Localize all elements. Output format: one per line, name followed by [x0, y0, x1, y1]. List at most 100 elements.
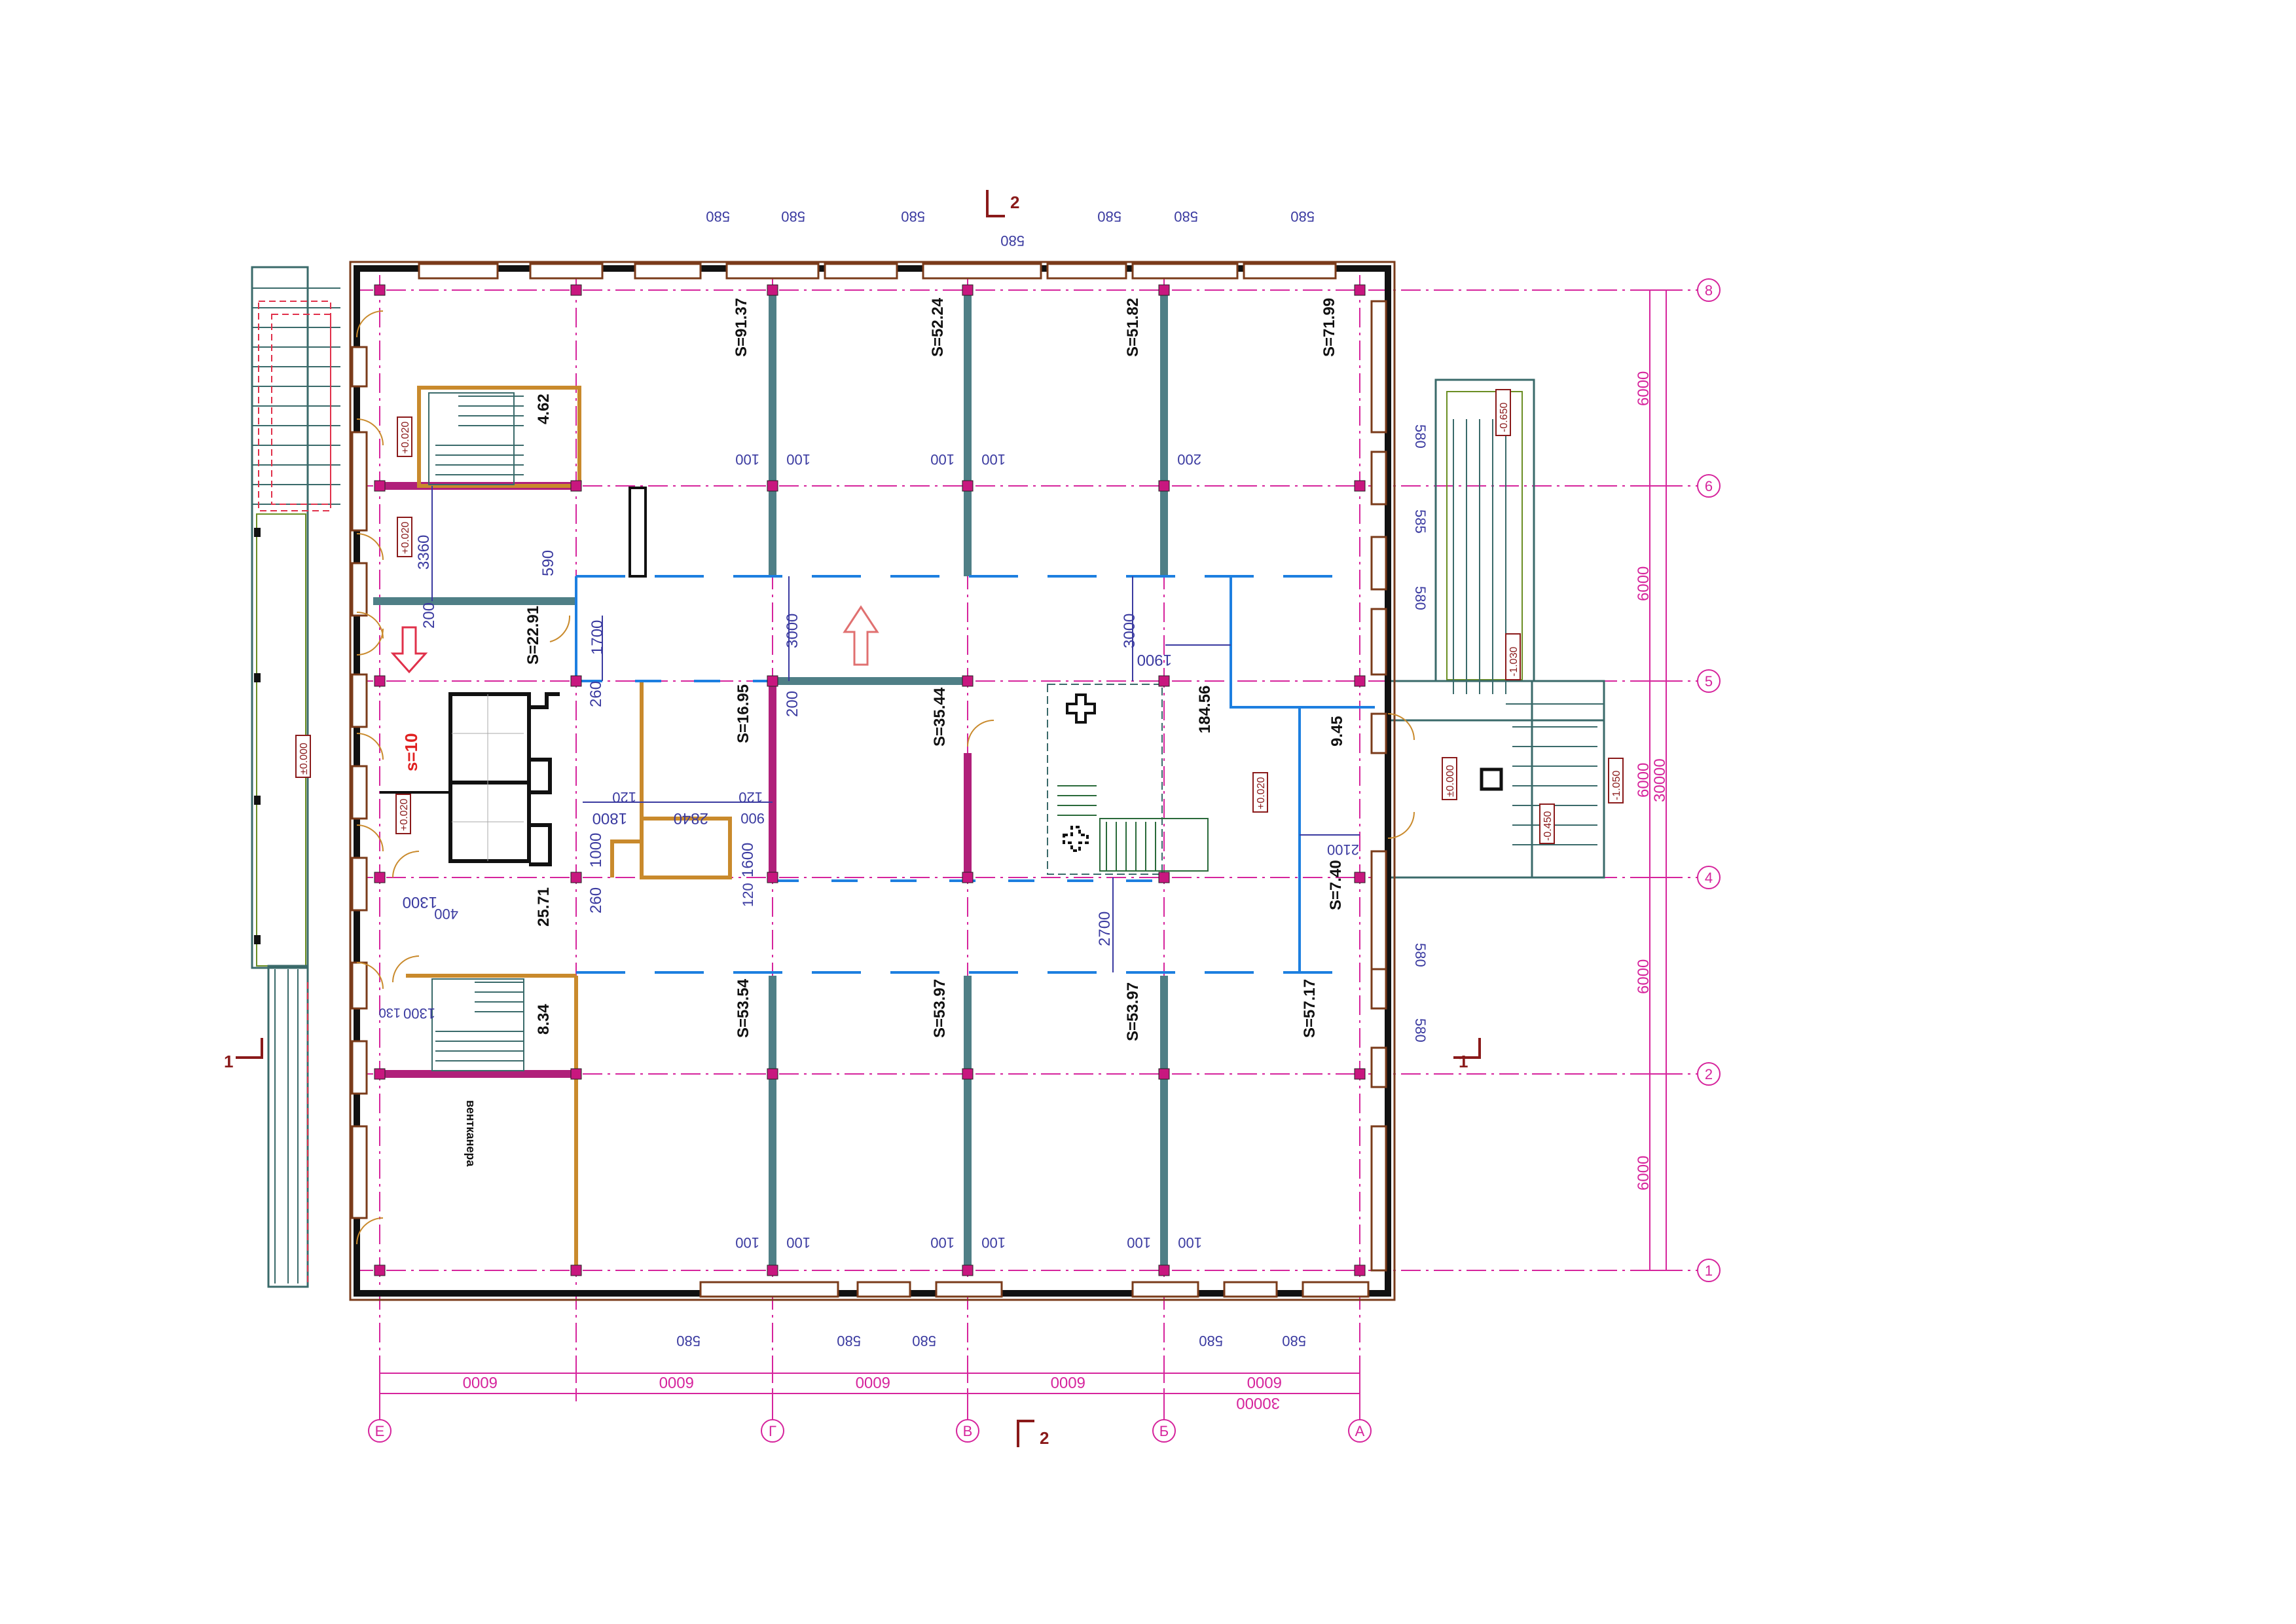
axis-bubble: А	[1348, 1419, 1372, 1443]
room-area-label: S=51.82	[1124, 298, 1142, 357]
column	[374, 480, 386, 492]
window-dimensions-top: 580 580 580 580 580 580 580	[706, 208, 1315, 249]
dimension-label: 580	[1412, 943, 1429, 967]
dimension-label: 585	[1412, 509, 1429, 534]
dimension-label: 580	[1000, 232, 1025, 249]
dimension-label: 1900	[1137, 651, 1172, 669]
column	[767, 1068, 778, 1080]
grid-dimensions-right: 6000 6000 6000 6000 6000 30000	[1635, 371, 1669, 1190]
level-mark: ±0.000	[299, 743, 310, 775]
room-area-label: S=53.54	[735, 978, 752, 1038]
dimension-label: 900	[740, 810, 765, 826]
level-mark: +0.020	[1256, 777, 1267, 809]
dimension-label: 120	[612, 789, 636, 805]
partitions-orange	[406, 386, 732, 1270]
column	[962, 1264, 974, 1276]
dimension-label: 3000	[784, 614, 801, 648]
dimension-label: 100	[930, 451, 955, 468]
level-mark: -0.650	[1499, 403, 1510, 432]
grid-dimension-label: 6000	[1635, 1156, 1652, 1190]
section-mark-label: 1	[224, 1052, 233, 1071]
axis-bubble: 2	[1697, 1062, 1721, 1086]
dimension-label: 2700	[1096, 912, 1114, 946]
dimension-label: 1300	[403, 893, 437, 911]
column	[1158, 284, 1170, 296]
dimension-label: 100	[735, 1234, 759, 1251]
grid-dimension-label: 6000	[1635, 763, 1652, 798]
column	[570, 872, 582, 883]
dimension-label: 2840	[674, 809, 708, 827]
medical-cross-icon	[1063, 693, 1096, 852]
level-mark: -1.030	[1508, 647, 1520, 676]
level-mark: +0.020	[400, 522, 411, 554]
room-area-label: S=52.24	[929, 297, 947, 357]
room-area-label: S=7.40	[1327, 860, 1345, 910]
dimension-label: 580	[1199, 1333, 1223, 1349]
dimension-label: 580	[676, 1333, 701, 1349]
room-area-label: S=16.95	[735, 684, 752, 743]
dimension-label: 580	[1412, 1018, 1429, 1043]
grid-dimension-label: 6000	[463, 1373, 498, 1391]
grid-dimension-label: 6000	[1635, 371, 1652, 406]
dimension-label: 580	[901, 208, 925, 225]
column	[1158, 1264, 1170, 1276]
level-marks: +0.020 +0.020 +0.020 ±0.000 +0.020 ±0.00…	[295, 389, 1624, 844]
column	[374, 284, 386, 296]
column	[570, 1068, 582, 1080]
axis-bubble: В	[956, 1419, 979, 1443]
partitions-teal	[373, 290, 1168, 1270]
column	[570, 675, 582, 687]
axis-bubble-label: Г	[769, 1423, 776, 1439]
right-stairs	[1387, 378, 1605, 879]
axis-bubble-label: 1	[1705, 1263, 1713, 1279]
dimension-label: 580	[1097, 208, 1121, 225]
room-area-label: S=35.44	[931, 687, 949, 747]
dimension-label: 580	[1174, 208, 1198, 225]
overall-dimension-label: 30000	[1236, 1394, 1280, 1412]
dimension-label: 580	[706, 208, 730, 225]
grid-dimension-label: 6000	[1247, 1373, 1282, 1391]
column	[767, 480, 778, 492]
column	[767, 872, 778, 883]
axis-bubble-label: 5	[1705, 673, 1713, 690]
axis-bubble-label: Б	[1159, 1423, 1169, 1439]
dimension-label: 2100	[1327, 841, 1359, 858]
room-area-label: S=22.91	[524, 606, 542, 665]
direction-arrows	[390, 605, 879, 674]
column	[1158, 480, 1170, 492]
grid-dimension-label: 6000	[1635, 566, 1652, 601]
elevator-shafts	[380, 487, 647, 866]
dimension-lines	[379, 289, 1676, 1401]
column	[1354, 1068, 1366, 1080]
column	[1354, 284, 1366, 296]
dimension-label: 1700	[589, 620, 606, 655]
column	[767, 1264, 778, 1276]
column	[962, 480, 974, 492]
room-area-label: S=91.37	[733, 298, 750, 357]
room-name-label: вентканера	[464, 1100, 477, 1167]
axis-bubble-label: Е	[375, 1423, 385, 1439]
column	[767, 675, 778, 687]
section-mark-label: 2	[1010, 193, 1019, 212]
column	[1158, 675, 1170, 687]
column	[570, 284, 582, 296]
dimension-label: 1800	[592, 809, 627, 827]
column	[1158, 1068, 1170, 1080]
column	[962, 872, 974, 883]
dimension-label: 260	[587, 681, 605, 707]
room-area-label: 9.45	[1328, 716, 1346, 747]
dimension-label: 580	[1282, 1333, 1306, 1349]
dimension-label: 580	[912, 1333, 936, 1349]
axis-bubble-label: 6	[1705, 478, 1713, 494]
dimension-label: 580	[1412, 424, 1429, 449]
grid-dimensions-bottom: 6000 6000 6000 6000 6000 30000	[463, 1373, 1282, 1412]
axis-bubble-label: А	[1355, 1423, 1365, 1439]
column	[962, 675, 974, 687]
section-mark-label: 2	[1040, 1428, 1049, 1448]
axis-bubble: 4	[1697, 866, 1721, 889]
level-mark: ±0.000	[1445, 765, 1456, 797]
level-mark: +0.020	[400, 422, 411, 454]
dimension-label: 580	[781, 208, 805, 225]
axis-bubble: 6	[1697, 474, 1721, 498]
